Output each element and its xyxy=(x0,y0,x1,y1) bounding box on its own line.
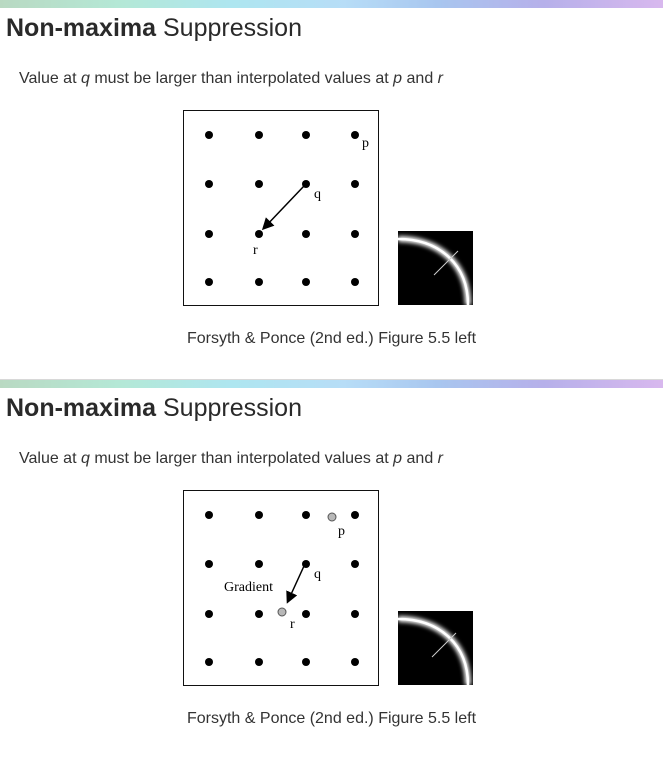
slide-subtitle: Value at q must be larger than interpola… xyxy=(19,449,443,469)
pixel-grid-figure: p q r Gradient xyxy=(183,490,379,686)
subtitle-var-p: p xyxy=(393,450,403,467)
grid-dot xyxy=(255,180,263,188)
grid-dot xyxy=(351,131,359,139)
grid-dot xyxy=(255,278,263,286)
slide-title: Non-maxima Suppression xyxy=(6,393,302,423)
grid-dot xyxy=(205,658,213,666)
grid-dot xyxy=(205,230,213,238)
pixel-grid-diagram: p q r xyxy=(205,131,369,286)
pixel-grid-diagram: p q r Gradient xyxy=(205,511,359,666)
interpolated-point-r xyxy=(277,607,287,617)
label-q: q xyxy=(314,187,321,202)
grid-dot xyxy=(205,610,213,618)
grid-dot xyxy=(351,278,359,286)
subtitle-text: and xyxy=(402,70,438,87)
grid-dot xyxy=(351,560,359,568)
label-p: p xyxy=(362,136,369,151)
label-p: p xyxy=(338,524,345,539)
pixel-grid-figure: p q r xyxy=(183,110,379,306)
slide-subtitle: Value at q must be larger than interpola… xyxy=(19,69,443,89)
subtitle-var-r: r xyxy=(437,70,443,87)
edge-arc-thumbnail-icon xyxy=(398,231,473,305)
gradient-arrow xyxy=(286,565,305,604)
figure-caption: Forsyth & Ponce (2nd ed.) Figure 5.5 lef… xyxy=(186,330,477,347)
slide-header-bar xyxy=(0,380,663,388)
grid-dot xyxy=(351,658,359,666)
subtitle-var-q: q xyxy=(80,450,90,467)
grid-dot xyxy=(302,658,310,666)
edge-arc-thumbnail-icon xyxy=(398,611,473,685)
subtitle-var-r: r xyxy=(437,450,443,467)
grid-dot xyxy=(255,658,263,666)
slide-title-bold: Non-maxima xyxy=(6,394,157,422)
slide-header-bar xyxy=(0,0,663,8)
grid-dot xyxy=(255,230,263,238)
grid-dot xyxy=(205,511,213,519)
grid-dot xyxy=(255,511,263,519)
grid-dot xyxy=(255,610,263,618)
grid-dot xyxy=(205,278,213,286)
grid-dot xyxy=(351,610,359,618)
subtitle-text: Value at xyxy=(19,70,81,87)
subtitle-text: must be larger than interpolated values … xyxy=(89,70,394,87)
subtitle-var-q: q xyxy=(80,70,90,87)
gradient-arrow xyxy=(261,185,305,231)
grid-dot xyxy=(351,230,359,238)
label-r: r xyxy=(253,243,258,258)
slide-title-rest: Suppression xyxy=(156,394,302,422)
figure-caption: Forsyth & Ponce (2nd ed.) Figure 5.5 lef… xyxy=(186,710,477,727)
subtitle-text: and xyxy=(402,450,438,467)
grid-dot xyxy=(205,131,213,139)
slide-title-bold: Non-maxima xyxy=(6,14,157,42)
grid-dot xyxy=(205,180,213,188)
grid-dot xyxy=(255,560,263,568)
label-r: r xyxy=(290,617,295,632)
subtitle-text: Value at xyxy=(19,450,81,467)
grid-dot xyxy=(351,511,359,519)
subtitle-var-p: p xyxy=(393,70,403,87)
grid-dot xyxy=(205,560,213,568)
slide-title-rest: Suppression xyxy=(156,14,302,42)
label-gradient: Gradient xyxy=(224,580,273,595)
label-q: q xyxy=(314,567,321,582)
grid-dot xyxy=(302,131,310,139)
slide-title: Non-maxima Suppression xyxy=(6,13,302,43)
grid-dot xyxy=(302,511,310,519)
slide-1: Non-maxima Suppression Value at q must b… xyxy=(0,0,663,379)
grid-dot xyxy=(302,278,310,286)
grid-dot xyxy=(255,131,263,139)
grid-dot xyxy=(351,180,359,188)
subtitle-text: must be larger than interpolated values … xyxy=(89,450,394,467)
interpolated-point-p xyxy=(327,512,337,522)
grid-dot xyxy=(302,610,310,618)
slide-2: Non-maxima Suppression Value at q must b… xyxy=(0,379,663,759)
grid-dot xyxy=(302,230,310,238)
